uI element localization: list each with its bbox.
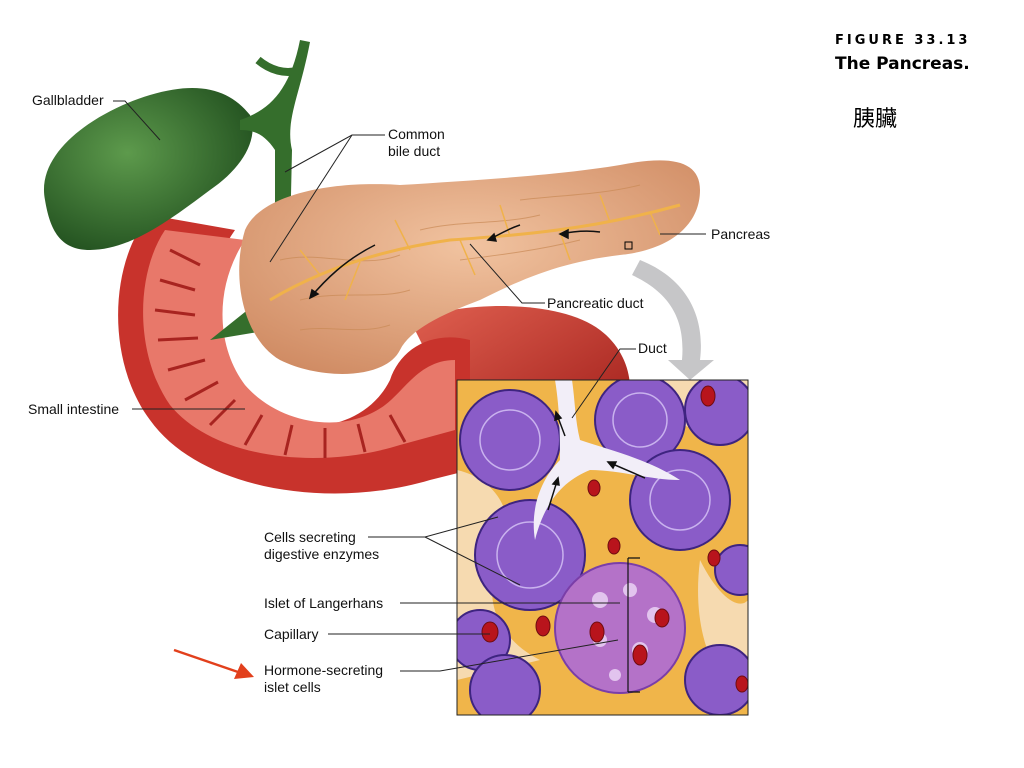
label-cells-secreting-line1: Cells secreting bbox=[264, 529, 356, 545]
label-islet-of-langerhans: Islet of Langerhans bbox=[264, 595, 384, 611]
capillary-mark bbox=[654, 608, 670, 628]
tissue-inset bbox=[457, 380, 748, 715]
figure-title: The Pancreas. bbox=[835, 54, 970, 74]
islet-bracket bbox=[627, 557, 640, 693]
pancreatic-duct-line bbox=[269, 203, 681, 302]
label-cells-secreting-line2: digestive enzymes bbox=[264, 546, 380, 562]
label-hormone-secreting-line2: islet cells bbox=[264, 679, 321, 695]
label-duct: Duct bbox=[638, 340, 667, 356]
figure-header: FIGURE 33.13 The Pancreas. bbox=[835, 33, 970, 74]
small-intestine-shape bbox=[118, 215, 470, 494]
magnification-box bbox=[624, 241, 633, 250]
acinus bbox=[714, 544, 748, 596]
capillary-mark bbox=[481, 621, 499, 643]
pointer-arrow bbox=[173, 648, 254, 679]
pancreas-shape bbox=[239, 160, 701, 374]
capillary-mark bbox=[607, 537, 621, 555]
figure-subtitle: 胰臟 bbox=[853, 107, 898, 132]
label-pancreatic-duct: Pancreatic duct bbox=[547, 295, 644, 311]
acinus bbox=[459, 389, 561, 491]
label-pancreas: Pancreas bbox=[711, 226, 771, 242]
islet-of-langerhans bbox=[554, 562, 686, 694]
duct-lumen bbox=[533, 380, 680, 540]
acinus bbox=[684, 380, 748, 446]
capillary-mark bbox=[707, 549, 721, 567]
label-common-bile-duct-line2: bile duct bbox=[388, 143, 441, 159]
acinus bbox=[474, 499, 586, 611]
capillary-mark bbox=[589, 621, 605, 643]
capillary-mark bbox=[735, 675, 748, 693]
capillary-mark bbox=[587, 479, 601, 497]
label-gallbladder: Gallbladder bbox=[32, 92, 104, 108]
label-hormone-secreting-line1: Hormone-secreting bbox=[264, 662, 384, 678]
capillary-mark bbox=[700, 385, 716, 407]
label-small-intestine: Small intestine bbox=[28, 401, 120, 417]
capillary-mark bbox=[535, 615, 551, 637]
bile-duct-shape bbox=[210, 40, 310, 340]
capillary-mark bbox=[632, 644, 648, 666]
label-capillary: Capillary bbox=[264, 626, 319, 642]
figure-number: FIGURE 33.13 bbox=[835, 33, 971, 48]
magnification-arrow bbox=[632, 260, 714, 380]
leader-lines bbox=[113, 100, 706, 672]
label-common-bile-duct-line1: Common bbox=[388, 126, 445, 142]
gallbladder-shape bbox=[43, 87, 253, 250]
